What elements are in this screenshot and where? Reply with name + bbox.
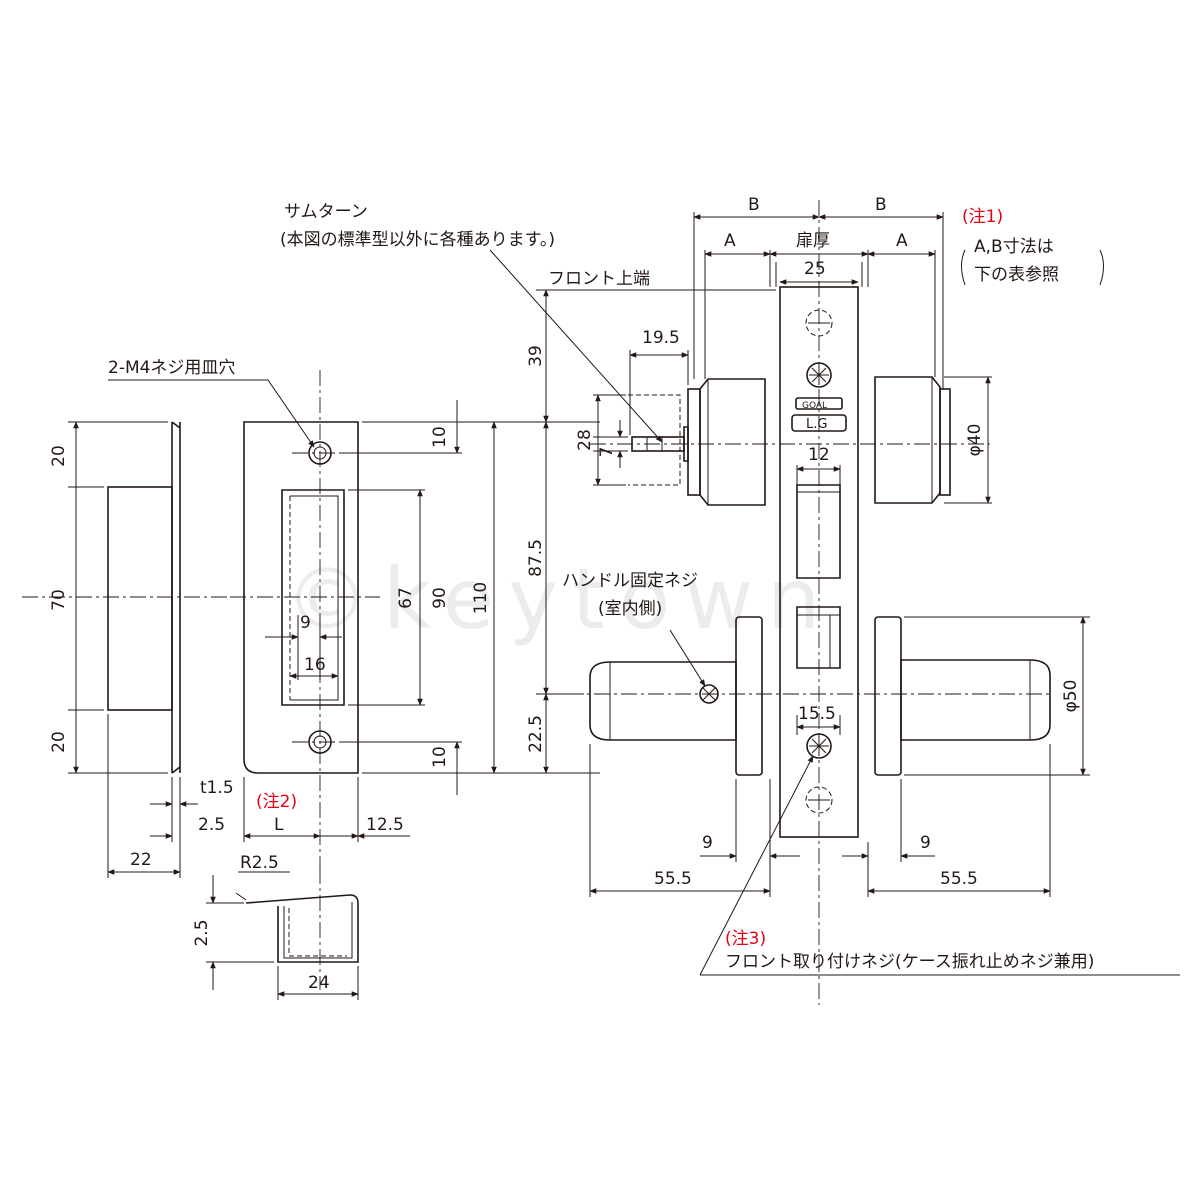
dim-9-right: 9 <box>920 833 931 853</box>
screw-hole-label: 2-M4ネジ用皿穴 <box>108 358 235 378</box>
dim-B-left: B <box>748 195 760 215</box>
dim-10-top: 10 <box>430 426 450 448</box>
thumbturn-label: サムターン <box>284 202 368 222</box>
dim-9-left: 9 <box>702 833 713 853</box>
dim-25: 25 <box>804 259 826 279</box>
dim-9-inner: 9 <box>300 613 311 633</box>
dim-2-5-vertical: 2.5 <box>192 919 212 946</box>
dim-39: 39 <box>526 345 546 367</box>
strike-front-view <box>108 370 540 880</box>
front-top-label: フロント上端 <box>548 269 650 289</box>
dim-7: 7 <box>597 447 617 458</box>
watermark: ©keytown <box>285 550 834 648</box>
dim-90: 90 <box>430 587 450 609</box>
dim-2-5: 2.5 <box>198 815 225 835</box>
dim-12-5: 12.5 <box>366 815 404 835</box>
note-2-label: (注2) <box>256 792 297 812</box>
dim-10-bottom: 10 <box>430 746 450 768</box>
thumbturn-note: (本図の標準型以外に各種あります。) <box>280 230 555 250</box>
handle-screw-label: ハンドル固定ネジ <box>562 571 698 591</box>
front-screw-label: フロント取り付けネジ(ケース振れ止めネジ兼用) <box>725 952 1094 972</box>
dim-55-5-right: 55.5 <box>940 869 978 889</box>
dim-t1-5: t1.5 <box>200 778 234 798</box>
dim-12: 12 <box>808 445 830 465</box>
dim-28: 28 <box>575 429 595 451</box>
dim-87-5: 87.5 <box>526 539 546 577</box>
dim-phi-50: φ50 <box>1061 680 1081 713</box>
dim-19-5: 19.5 <box>642 328 680 348</box>
dim-24: 24 <box>308 973 330 993</box>
dim-L: L <box>274 815 284 835</box>
dim-15-5: 15.5 <box>798 704 836 724</box>
note-1-label: (注1) <box>962 207 1003 227</box>
note-3-label: (注3) <box>725 929 766 949</box>
note-1-line-2: 下の表参照 <box>974 265 1059 285</box>
dim-22: 22 <box>130 850 152 870</box>
dim-55-5-left: 55.5 <box>654 869 692 889</box>
door-thickness-label: 扉厚 <box>796 231 830 251</box>
dim-16: 16 <box>304 655 326 675</box>
lock-assembly-view <box>489 200 1180 1005</box>
note-1-line-1: A,B寸法は <box>974 237 1054 257</box>
dim-70: 70 <box>49 589 69 611</box>
dim-110: 110 <box>471 582 491 614</box>
dim-20-bottom: 20 <box>49 731 69 753</box>
strike-section-view <box>206 868 359 1000</box>
strike-side-view <box>22 421 238 878</box>
dim-phi-40: φ40 <box>965 424 985 457</box>
dim-B-right: B <box>875 195 887 215</box>
dim-A-right: A <box>896 231 908 251</box>
brand-mark: GOAL <box>802 401 827 411</box>
dim-20-top: 20 <box>49 445 69 467</box>
dim-A-left: A <box>724 231 736 251</box>
dim-r2-5: R2.5 <box>240 853 279 873</box>
dim-67: 67 <box>396 587 416 609</box>
model-mark: L.G <box>806 417 827 432</box>
indoor-label: (室内側) <box>598 599 662 619</box>
dim-22-5: 22.5 <box>526 715 546 753</box>
